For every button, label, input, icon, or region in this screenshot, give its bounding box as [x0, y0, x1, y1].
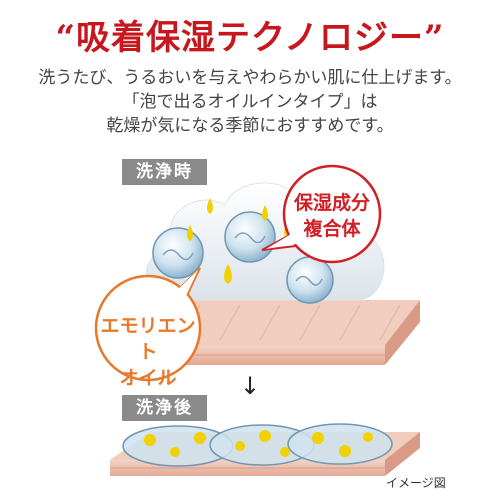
moisture-complex-bubble	[286, 256, 334, 304]
description-line-1: 洗うたび、うるおいを与えやわらかい肌に仕上げます。	[38, 68, 462, 88]
description-line-3: 乾燥が気になる季節におすすめです。	[106, 116, 394, 136]
oil-dots	[144, 430, 373, 457]
moisture-complex-label: 保湿成分 複合体	[282, 190, 382, 242]
emollient-oil-label: エモリエント オイル	[96, 313, 200, 391]
emollient-oil-line-2: オイル	[119, 367, 177, 389]
down-arrow-icon: ↓	[240, 372, 261, 400]
description: 洗うたび、うるおいを与えやわらかい肌に仕上げます。 「泡で出るオイルインタイプ」…	[0, 66, 500, 138]
moisture-complex-callout	[261, 164, 382, 264]
page-title: “吸着保湿テクノロジー”	[55, 18, 445, 58]
during-wash-tag: 洗浄時	[122, 159, 207, 185]
moisture-complex-bubble	[152, 227, 204, 279]
moisture-complex-line-2: 複合体	[303, 218, 361, 240]
image-note: イメージ図	[386, 476, 446, 490]
moisture-complex-line-1: 保湿成分	[293, 192, 370, 214]
emollient-oil-callout	[94, 267, 202, 382]
moisture-film-layer	[122, 423, 393, 467]
emollient-oil-line-1: エモリエント	[100, 315, 196, 363]
after-wash-tag: 洗浄後	[122, 395, 207, 421]
moisture-complex-bubble	[224, 211, 276, 263]
description-line-2: 「泡で出るオイルインタイプ」は	[122, 92, 378, 112]
